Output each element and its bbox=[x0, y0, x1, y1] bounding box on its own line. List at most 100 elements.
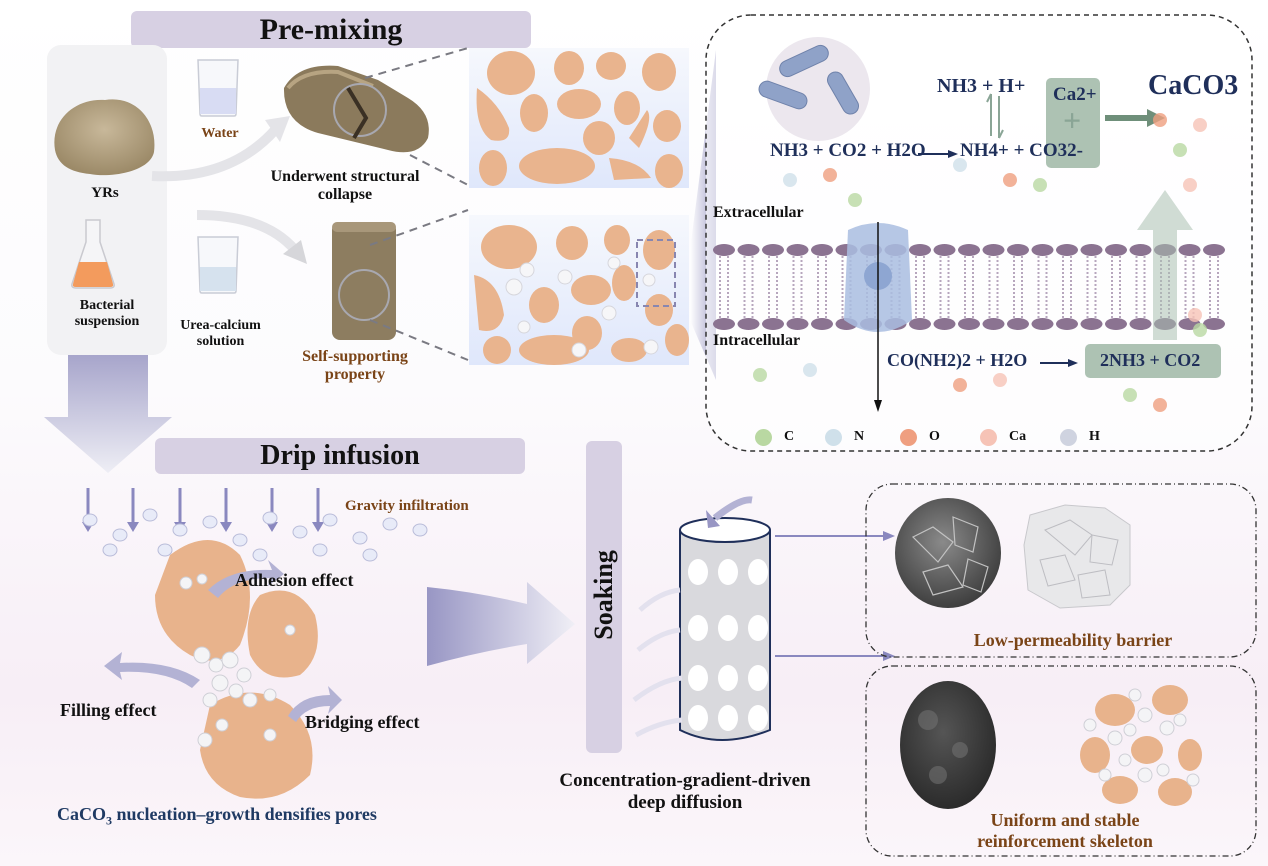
self-supporting-label: Self-supporting property bbox=[302, 348, 408, 384]
atom-o-icon bbox=[900, 428, 917, 446]
soaking-cylinder bbox=[632, 496, 771, 741]
materials-panel bbox=[47, 45, 167, 355]
atom-dot bbox=[1003, 173, 1017, 187]
sem-skeleton-image bbox=[900, 681, 996, 809]
reaction-arrow-2 bbox=[1040, 359, 1078, 367]
eq-ca2: Ca2+ bbox=[1053, 84, 1097, 105]
droplet bbox=[232, 533, 248, 547]
droplet bbox=[112, 528, 128, 542]
eq-nh3-h: NH3 + H+ bbox=[937, 75, 1026, 97]
legend-item: H bbox=[1060, 426, 1130, 448]
atom-n-icon bbox=[825, 428, 842, 446]
premixing-banner: Pre-mixing bbox=[131, 11, 531, 48]
lipid-head bbox=[958, 244, 980, 256]
caption-prefix: CaCO bbox=[57, 804, 106, 824]
lipid-head bbox=[811, 318, 833, 330]
droplet bbox=[312, 543, 328, 557]
skeleton-label: Uniform and stable reinforcement skeleto… bbox=[935, 810, 1195, 851]
particles-loose-panel bbox=[469, 48, 689, 188]
lipid-head bbox=[1080, 318, 1103, 330]
arrow-to-collapse bbox=[151, 116, 290, 182]
lipid-head bbox=[737, 318, 760, 330]
atom-dot bbox=[823, 168, 837, 182]
droplet bbox=[82, 513, 98, 527]
lipid-head bbox=[762, 318, 784, 330]
effect-arrows bbox=[104, 560, 342, 722]
urea-beaker-icon bbox=[197, 236, 239, 294]
particles-bonded-panel bbox=[469, 215, 689, 365]
urea-product-box bbox=[1085, 344, 1221, 378]
droplet bbox=[352, 531, 368, 545]
lipid-head bbox=[1056, 318, 1078, 330]
caption-sub: 3 bbox=[106, 813, 112, 828]
lipid-head bbox=[1080, 244, 1103, 256]
lipid-head bbox=[909, 244, 931, 256]
lipid-head bbox=[713, 244, 735, 256]
atom-dot bbox=[1153, 113, 1167, 127]
droplet bbox=[292, 525, 308, 539]
bridging-effect-label: Bridging effect bbox=[305, 712, 420, 732]
drip-infusion-banner: Drip infusion bbox=[155, 438, 525, 474]
skeleton-model-image bbox=[1080, 685, 1202, 806]
lipid-head bbox=[1007, 244, 1029, 256]
atom-c-icon bbox=[755, 428, 772, 446]
atom-dot bbox=[953, 378, 967, 392]
lipid-head bbox=[1105, 244, 1127, 256]
lipid-head bbox=[1056, 244, 1078, 256]
droplet bbox=[202, 515, 218, 529]
atom-dot bbox=[1123, 388, 1137, 402]
atom-dot bbox=[1033, 178, 1047, 192]
lipid-head bbox=[909, 318, 931, 330]
adhesion-effect-label: Adhesion effect bbox=[235, 570, 354, 590]
down-flow-arrow bbox=[44, 355, 172, 473]
diffusion-label: Concentration-gradient-driven deep diffu… bbox=[535, 770, 835, 814]
droplet bbox=[157, 543, 173, 557]
lipid-head bbox=[1203, 244, 1225, 256]
atom-dot bbox=[1153, 398, 1167, 412]
atom-legend: C N O Ca H bbox=[755, 426, 1195, 448]
legend-item: O bbox=[900, 426, 980, 448]
atom-ca-icon bbox=[980, 428, 997, 446]
eq-2nh3-co2: 2NH3 + CO2 bbox=[1100, 350, 1201, 370]
lipid-head bbox=[786, 318, 809, 330]
droplet bbox=[322, 513, 338, 527]
atom-dot bbox=[1183, 178, 1197, 192]
droplets bbox=[82, 508, 428, 562]
lipid-head bbox=[1031, 318, 1054, 330]
extracellular-label: Extracellular bbox=[713, 204, 804, 221]
nucleation-caption: CaCO3 nucleation–growth densifies pores bbox=[57, 804, 377, 828]
soaking-label: Soaking bbox=[589, 550, 619, 640]
atom-dot bbox=[1193, 323, 1207, 337]
lipid-head bbox=[762, 244, 784, 256]
atom-dot bbox=[848, 193, 862, 207]
lipid-head bbox=[982, 244, 1005, 256]
droplet bbox=[102, 543, 118, 557]
skeleton-line2: reinforcement skeleton bbox=[977, 830, 1153, 851]
diffusion-line2: deep diffusion bbox=[627, 791, 743, 813]
atom-dot bbox=[1193, 118, 1207, 132]
atom-dot bbox=[953, 158, 967, 172]
sem-barrier-image bbox=[895, 498, 1001, 608]
legend-item: C bbox=[755, 426, 825, 448]
atom-h-icon bbox=[1060, 428, 1077, 446]
barrier-label: Low-permeability barrier bbox=[973, 630, 1173, 650]
grain-cluster bbox=[155, 540, 318, 799]
urea-calcium-label: Urea-calcium solution bbox=[180, 318, 261, 350]
lipid-head bbox=[1031, 244, 1054, 256]
filling-effect-label: Filling effect bbox=[60, 700, 157, 720]
lipid-head bbox=[737, 244, 760, 256]
eq-nh4-co3: NH4+ + CO32- bbox=[960, 140, 1083, 161]
atom-dot bbox=[803, 363, 817, 377]
lipid-head bbox=[982, 318, 1005, 330]
yrs-powder-image bbox=[54, 99, 155, 176]
droplet bbox=[382, 517, 398, 531]
collapse-label: Underwent structural collapse bbox=[270, 168, 420, 204]
bacterial-suspension-label: Bacterial suspension bbox=[74, 298, 140, 330]
atom-dot bbox=[1173, 143, 1187, 157]
lipid-head bbox=[933, 244, 956, 256]
droplet bbox=[412, 523, 428, 537]
lipid-head bbox=[811, 244, 833, 256]
water-label: Water bbox=[201, 126, 239, 141]
lipid-head bbox=[786, 244, 809, 256]
barrier-model-image bbox=[1023, 504, 1131, 609]
